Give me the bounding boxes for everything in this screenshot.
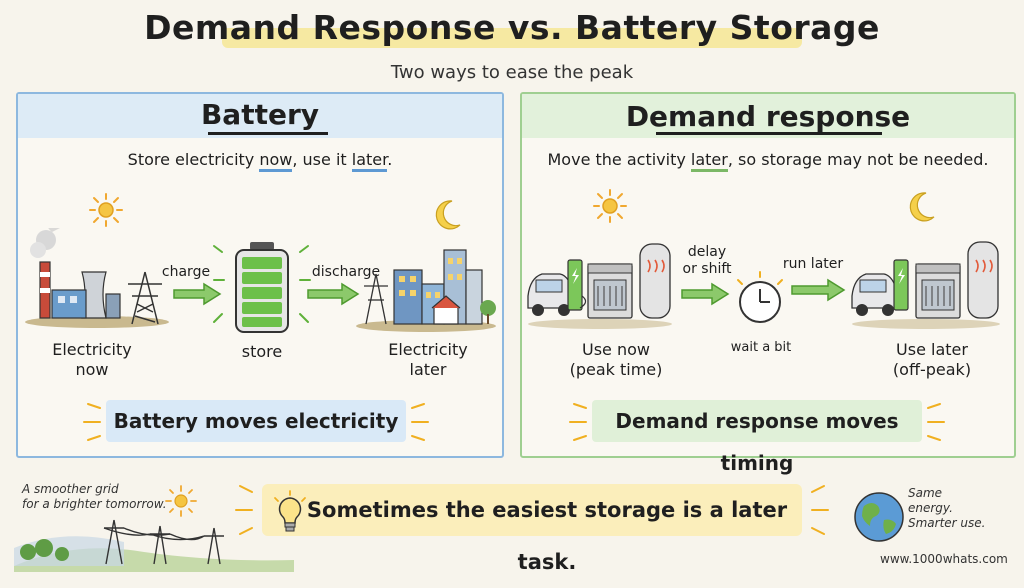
sparkle-left-2 <box>569 403 587 441</box>
discharge-arrow <box>307 282 360 306</box>
battery-desc-part-a: Store electricity <box>127 150 260 169</box>
use-now-line1: Use now <box>582 340 650 359</box>
battery-summary: Battery moves electricity <box>113 409 399 433</box>
use-later-label: Use later (off-peak) <box>872 340 992 380</box>
appliances-later-icon <box>851 241 1000 329</box>
discharge-arrow-label: discharge <box>311 264 381 280</box>
electricity-later-line1: Electricity <box>388 340 468 359</box>
battery-description: Store electricity now, use it later. <box>18 150 502 172</box>
page-title: Demand Response vs. Battery Storage <box>144 8 880 47</box>
use-now-label: Use now (peak time) <box>556 340 676 380</box>
left-note-line1: A smoother grid <box>22 482 119 496</box>
website-link[interactable]: www.1000whats.com <box>880 552 1008 566</box>
electricity-later-label: Electricity later <box>376 340 480 380</box>
sparkle-left-1 <box>83 403 101 441</box>
electricity-now-line1: Electricity <box>52 340 132 359</box>
battery-icon <box>213 242 311 333</box>
demand-heading-underline <box>656 132 882 135</box>
tagline-sparkle-right <box>811 485 829 535</box>
battery-heading: Battery <box>200 98 320 131</box>
sun-icon-footer <box>165 485 197 517</box>
lightbulb-icon <box>274 490 306 532</box>
demand-summary: Demand response moves timing <box>615 409 899 475</box>
use-later-line2: (off-peak) <box>892 360 972 379</box>
globe-icon <box>854 492 904 542</box>
battery-desc-part-c: . <box>387 150 393 169</box>
right-footer-note: Same energy. Smarter use. <box>908 486 1008 531</box>
battery-desc-later: later <box>351 150 388 172</box>
use-now-line2: (peak time) <box>569 360 663 379</box>
title-highlight <box>222 28 802 48</box>
tagline-sparkle-left <box>235 485 253 535</box>
page-subtitle: Two ways to ease the peak <box>390 62 634 83</box>
electricity-later-line2: later <box>409 360 447 379</box>
right-note-line2: energy. <box>908 501 953 515</box>
sun-icon <box>89 193 123 227</box>
left-note-line2: for a brighter tomorrow. <box>22 497 167 511</box>
store-label: store <box>241 342 283 361</box>
tagline-box: Sometimes the easiest storage is a later… <box>262 484 802 574</box>
demand-desc-later: later <box>690 150 728 172</box>
factory-icon <box>25 228 169 328</box>
delay-line1: delay <box>687 244 727 260</box>
clock-icon <box>737 271 783 323</box>
demand-description: Move the activity later, so storage may … <box>522 150 1014 172</box>
battery-desc-part-b: , use it <box>292 150 352 169</box>
delay-arrow <box>681 282 730 306</box>
electricity-now-label: Electricity now <box>40 340 144 380</box>
delay-arrow-label: delay or shift <box>676 244 738 278</box>
appliances-now-icon <box>527 243 672 329</box>
demand-summary-box: Demand response moves timing <box>592 400 922 475</box>
sparkle-right-1 <box>411 403 429 441</box>
tagline: Sometimes the easiest storage is a later… <box>306 498 788 574</box>
moon-icon-right <box>909 192 935 222</box>
sun-icon-right <box>593 189 627 223</box>
wait-label: wait a bit <box>730 340 792 355</box>
landscape-power-lines <box>14 519 294 572</box>
use-later-line1: Use later <box>896 340 968 359</box>
demand-heading: Demand response <box>625 100 911 133</box>
demand-header-band <box>522 94 1014 138</box>
demand-desc-part-a: Move the activity <box>547 150 691 169</box>
power-tower-icon <box>128 271 162 325</box>
left-footer-note: A smoother grid for a brighter tomorrow. <box>22 482 182 512</box>
run-later-arrow <box>791 278 846 302</box>
right-note-line1: Same <box>908 486 943 500</box>
battery-header-band <box>18 94 502 138</box>
run-later-label: run later <box>782 256 844 272</box>
delay-line2: or shift <box>682 261 732 277</box>
sparkle-right-2 <box>927 403 945 441</box>
city-icon <box>356 249 496 332</box>
charge-arrow <box>173 282 222 306</box>
electricity-now-line2: now <box>75 360 109 379</box>
battery-heading-underline <box>208 132 328 135</box>
right-note-line3: Smarter use. <box>908 516 986 530</box>
charge-arrow-label: charge <box>161 264 211 280</box>
moon-icon <box>435 200 461 230</box>
demand-desc-part-b: , so storage may not be needed. <box>727 150 989 169</box>
battery-summary-box: Battery moves electricity <box>106 400 406 442</box>
battery-desc-now: now <box>259 150 293 172</box>
